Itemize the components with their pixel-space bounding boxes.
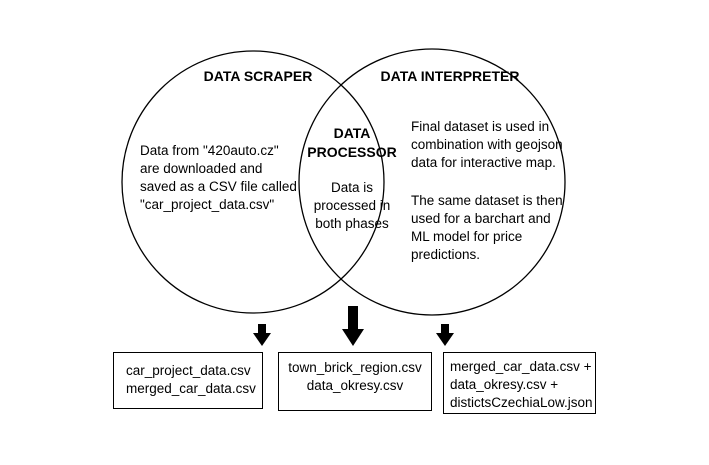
output-file-merged-car-data: merged_car_data.csv	[126, 381, 256, 396]
arrow-down-right	[436, 324, 454, 346]
output-box-interpreter: merged_car_data.csv + data_okresy.csv + …	[443, 352, 596, 414]
processor-text-line-2: processed in	[314, 198, 391, 213]
scraper-title: DATA SCRAPER	[204, 68, 313, 84]
scraper-text-line-3: saved as a CSV file called	[140, 179, 297, 194]
arrow-down-left	[253, 324, 271, 346]
interpreter-text-line-3: data for interactive map.	[411, 155, 556, 170]
interpreter-text-line-5: The same dataset is then	[411, 193, 563, 208]
interpreter-text-line-7: ML model for price	[411, 229, 522, 244]
interpreter-text-line-6: used for a barchart and	[411, 211, 551, 226]
output-file-town-brick-region: town_brick_region.csv	[288, 360, 422, 375]
scraper-text-line-2: are downloaded and	[140, 161, 262, 176]
interpreter-text-line-1: Final dataset is used in	[411, 119, 549, 134]
output-file-merged-car-data-plus: merged_car_data.csv +	[450, 359, 592, 374]
scraper-text-line-1: Data from "420auto.cz"	[140, 143, 279, 158]
arrow-down-middle	[342, 306, 364, 346]
output-file-data-okresy: data_okresy.csv	[306, 378, 404, 393]
processor-text-line-1: Data is	[331, 180, 373, 195]
output-file-data-okresy-plus: data_okresy.csv +	[450, 377, 559, 392]
processor-text-line-3: both phases	[315, 216, 389, 231]
interpreter-text-line-8: predictions.	[411, 247, 480, 262]
scraper-circle	[121, 50, 385, 314]
processor-title-line-1: DATA	[334, 125, 371, 141]
interpreter-circle	[298, 48, 566, 316]
interpreter-title: DATA INTERPRETER	[381, 68, 520, 84]
output-box-processor: town_brick_region.csv data_okresy.csv	[278, 352, 432, 411]
interpreter-text-line-2: combination with geojson	[411, 137, 563, 152]
processor-title-line-2: PROCESSOR	[307, 144, 396, 160]
scraper-text-line-4: "car_project_data.csv"	[140, 197, 274, 212]
output-file-districts-geojson: distictsCzechiaLow.json	[450, 395, 593, 410]
output-box-scraper: car_project_data.csv merged_car_data.csv	[113, 352, 263, 409]
output-file-car-project-data: car_project_data.csv	[126, 363, 251, 378]
